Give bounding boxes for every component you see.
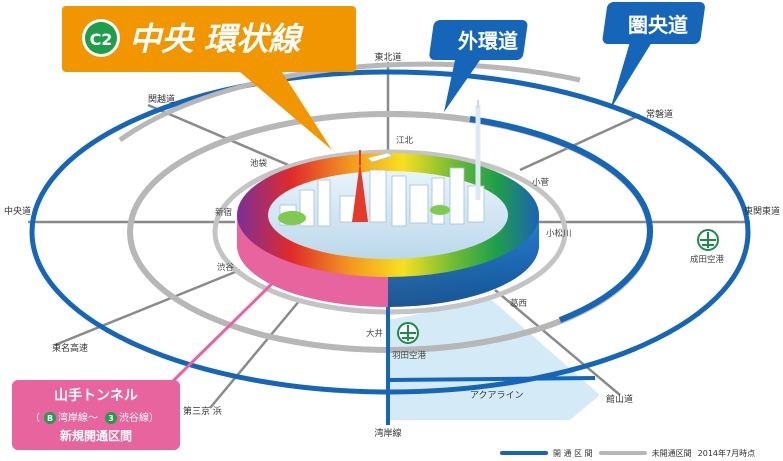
aqualine (389, 376, 596, 382)
haneda-airport-icon (397, 322, 419, 344)
tunnel-callout: 山手トンネル （ B 湾岸線～ 3 渋谷線） 新規開通区間 (12, 266, 290, 450)
junction-oi: 大井 (366, 328, 383, 339)
c2-badge: C2 (90, 30, 113, 49)
airport-label-haneda: 羽田空港 (392, 350, 427, 361)
legend-unopened-label: 未開通区間 (651, 448, 692, 458)
legend-open-label: 開 通 区 間 (553, 448, 593, 458)
route-label-aqualine: アクアライン (470, 390, 524, 401)
route-label-wangan: 湾岸線 (374, 427, 401, 439)
tunnel-route-b: 渋谷線） (119, 411, 159, 424)
route-label-kanetsu: 関越道 (148, 93, 175, 105)
junction-shinjuku: 新宿 (215, 207, 232, 218)
legend-date: 2014年7月時点 (697, 448, 756, 458)
route-label-chuo: 中央道 (4, 205, 31, 217)
radial-spokes (28, 62, 750, 409)
route-label-daisankeihin: 第三京 浜 (183, 405, 222, 417)
c2-title: 中央 環状線 (129, 20, 304, 58)
kenodo-callout: 圏央道 (602, 2, 705, 110)
junction-komatsugawa: 小松川 (546, 228, 572, 239)
legend-unopened: 未開通区間 (598, 448, 692, 459)
tunnel-title: 山手トンネル (54, 387, 138, 404)
junction-ikebukuro: 池袋 (250, 158, 268, 169)
route-label-tateyama: 館山道 (606, 393, 633, 405)
gaikan-title: 外環道 (458, 29, 518, 53)
gaikan-open-east (469, 116, 654, 323)
central-ring-c2 (237, 100, 539, 307)
legend: 開 通 区 間 未開通区間 2014年7月時点 (500, 446, 755, 460)
narita-airport-icon (697, 229, 719, 251)
junction-kasai: 葛西 (510, 298, 527, 309)
route-label-joban: 常磐道 (646, 108, 673, 120)
legend-open: 開 通 区 間 (500, 448, 593, 459)
junction-shibuya: 渋谷 (217, 262, 235, 273)
route-label-higashikanto: 東関東道 (744, 205, 780, 217)
legend-open-swatch (500, 451, 548, 455)
c2-callout: C2 中央 環状線 (62, 6, 356, 150)
route-label-tohoku: 東北道 (374, 51, 401, 63)
junction-kosuge: 小菅 (532, 177, 550, 188)
tunnel-new-section: 新規開通区間 (60, 428, 132, 443)
tunnel-badge-3: 3 (108, 414, 114, 423)
junction-kohoku: 江北 (396, 136, 414, 146)
airport-label-narita: 成田空港 (690, 254, 725, 265)
kenodo-title: 圏央道 (628, 13, 688, 37)
gaikan-callout: 外環道 (429, 20, 528, 112)
legend-unopened-swatch (598, 451, 647, 455)
tunnel-route-open-paren: （ (30, 412, 40, 424)
tunnel-badge-b: B (47, 414, 53, 423)
tunnel-route-a: 湾岸線～ (58, 411, 98, 424)
route-label-tomei: 東名高速 (52, 342, 88, 354)
